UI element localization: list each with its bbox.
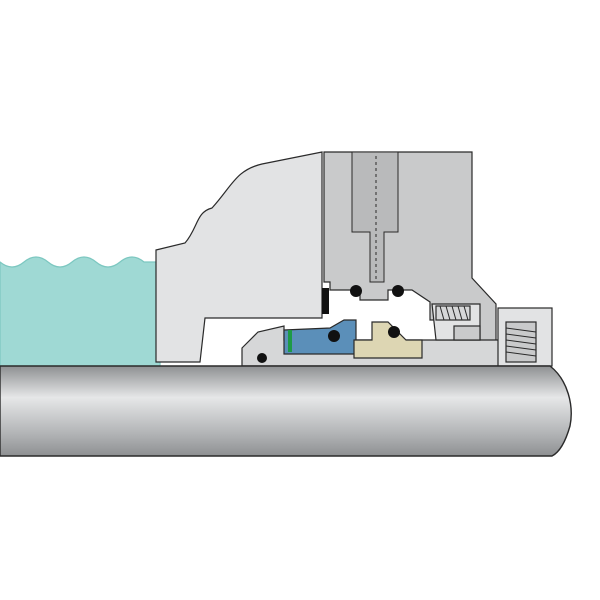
o-ring	[257, 353, 267, 363]
o-rings	[257, 285, 404, 363]
face-gasket	[288, 330, 292, 352]
process-fluid	[0, 256, 161, 373]
gland-gasket	[322, 288, 329, 314]
rotating-seal-face	[283, 319, 357, 355]
o-ring	[388, 326, 400, 338]
o-ring	[350, 285, 362, 297]
flush-port	[351, 151, 399, 283]
stationary-seal-ring	[353, 321, 423, 359]
set-screw	[505, 321, 537, 363]
o-ring	[328, 330, 340, 342]
spring	[435, 305, 471, 321]
retainer-inner	[453, 325, 481, 341]
o-ring	[392, 285, 404, 297]
pump-housing	[155, 151, 323, 363]
pump-shaft	[0, 365, 572, 457]
